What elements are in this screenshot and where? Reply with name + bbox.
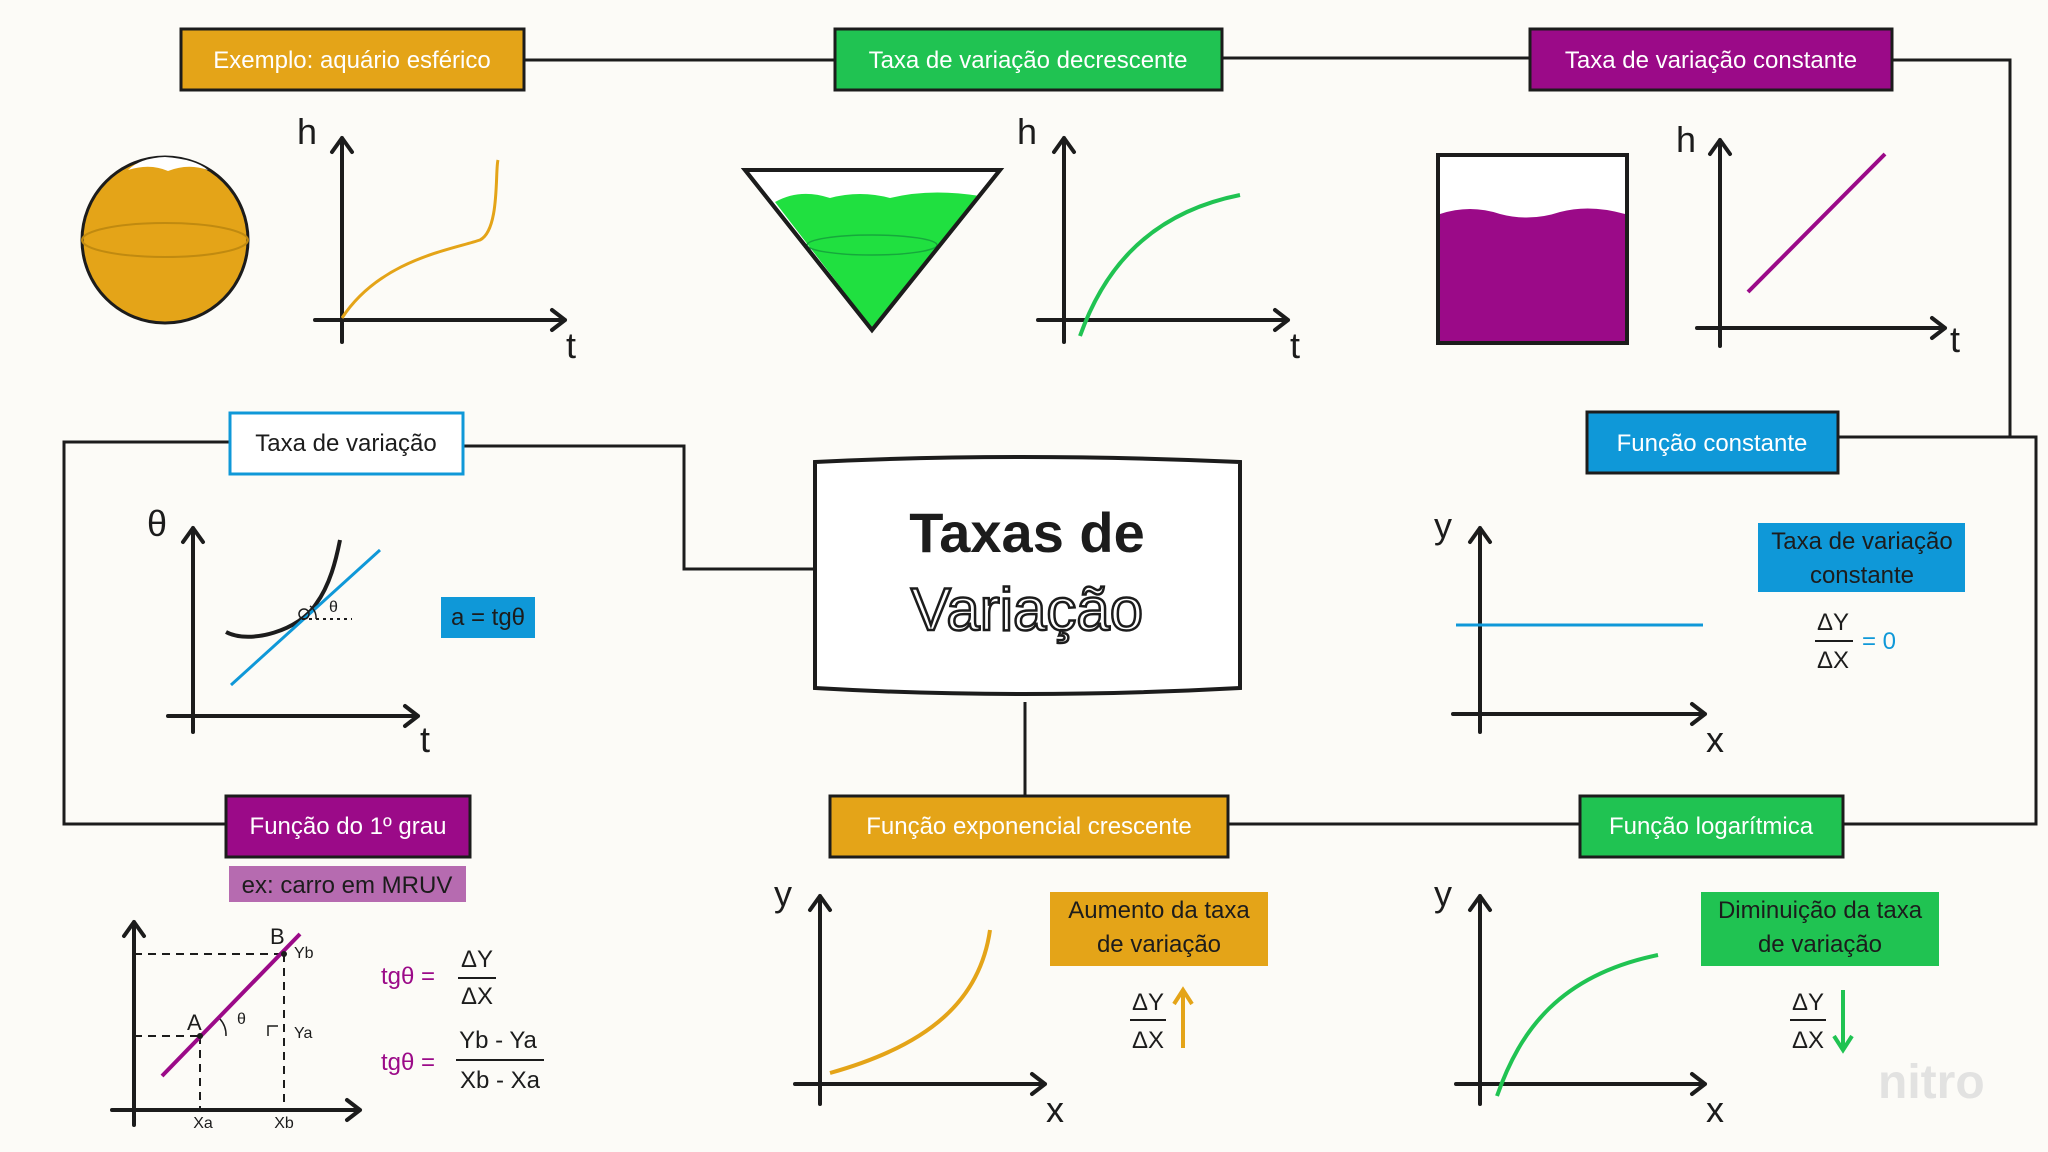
spherical-aquarium-illustration — [82, 157, 248, 323]
fraction-aumento: ΔY ΔX — [1130, 989, 1192, 1054]
axis-label-y-2: y — [774, 873, 792, 914]
tangent-curve — [226, 540, 340, 637]
axis-label-t: t — [566, 325, 576, 366]
graph-1grau: A B θ Xa Xb Ya Yb — [112, 922, 360, 1132]
note-diminuicao-line2: de variação — [1758, 931, 1882, 958]
box-aquario-label: Exemplo: aquário esférico — [213, 47, 490, 74]
center-title-box: Taxas de Variação — [815, 457, 1240, 694]
box-exponencial-label: Função exponencial crescente — [866, 813, 1192, 840]
point-b: B — [270, 924, 285, 949]
axis-label-t-3: t — [1950, 319, 1960, 360]
fraction-diminuicao: ΔY ΔX — [1790, 989, 1852, 1054]
box-logaritmica: Função logarítmica — [1580, 796, 1843, 857]
watermark-logo: nitro — [1878, 1056, 1985, 1109]
note-taxa-constante: Taxa de variação constante — [1758, 523, 1965, 592]
axis-label-y: y — [1434, 505, 1452, 546]
tangent-line — [231, 550, 380, 685]
curve-aquario — [342, 160, 498, 318]
box-funcao-constante-label: Função constante — [1617, 430, 1808, 457]
tangent-theta: θ — [329, 599, 338, 616]
box-constante-taxa-label: Taxa de variação constante — [1565, 47, 1857, 74]
frac-xb-xa: Xb - Xa — [460, 1067, 541, 1094]
tg-formulas: tgθ = ΔY ΔX tgθ = Yb - Ya Xb - Xa — [381, 946, 544, 1094]
box-aquario: Exemplo: aquário esférico — [181, 29, 524, 90]
frac-dy-3: ΔY — [1132, 989, 1164, 1016]
box-logaritmica-label: Função logarítmica — [1609, 813, 1814, 840]
curve-logaritmica — [1497, 955, 1658, 1096]
axis-label-x-2: x — [1046, 1089, 1064, 1130]
frac-dx-2: ΔX — [461, 983, 493, 1010]
curve-decrescente — [1080, 195, 1240, 336]
arrow-down-icon — [1834, 990, 1852, 1050]
frac-dx-1: ΔX — [1817, 647, 1849, 674]
line-1grau — [162, 934, 300, 1076]
box-funcao-constante: Função constante — [1587, 412, 1838, 473]
tick-xa: Xa — [193, 1115, 213, 1132]
note-diminuicao-line1: Diminuição da taxa — [1718, 897, 1923, 924]
note-aumento: Aumento da taxa de variação — [1050, 892, 1268, 966]
graph-funcao-constante: y x — [1434, 505, 1724, 760]
line-constante — [1748, 154, 1885, 292]
box-funcao-1grau-label: Função do 1º grau — [250, 813, 447, 840]
note-taxa-constante-line2: constante — [1810, 562, 1914, 589]
tick-yb: Yb — [294, 945, 314, 962]
center-title-line2: Variação — [911, 576, 1143, 643]
curve-exponencial — [830, 930, 990, 1073]
axis-label-h: h — [297, 111, 317, 152]
frac-yb-ya: Yb - Ya — [459, 1027, 537, 1054]
note-aumento-line1: Aumento da taxa — [1068, 897, 1250, 924]
axis-label-theta: θ — [147, 503, 167, 544]
equals-zero-label: = 0 — [1862, 628, 1896, 655]
box-decrescente-label: Taxa de variação decrescente — [869, 47, 1188, 74]
axis-label-t-2: t — [1290, 325, 1300, 366]
theta-1grau: θ — [237, 1011, 246, 1028]
axis-label-y-3: y — [1434, 873, 1452, 914]
cone-illustration — [745, 170, 1000, 330]
axis-label-h-3: h — [1676, 119, 1696, 160]
frac-dx-3: ΔX — [1132, 1027, 1164, 1054]
tank-illustration — [1438, 155, 1627, 343]
box-ex-carro: ex: carro em MRUV — [229, 866, 466, 902]
note-taxa-constante-line1: Taxa de variação — [1771, 528, 1952, 555]
frac-dy-2: ΔY — [461, 946, 493, 973]
axis-label-x-3: x — [1706, 1089, 1724, 1130]
tg-theta-2: tgθ = — [381, 1049, 435, 1076]
graph-logaritmica: y x — [1434, 873, 1724, 1130]
connector-center-left — [463, 446, 815, 569]
graph-constante: h t — [1676, 119, 1960, 360]
connector-left-loop — [64, 442, 230, 824]
tg-theta-1: tgθ = — [381, 963, 435, 990]
point-a: A — [187, 1010, 202, 1035]
box-ex-carro-label: ex: carro em MRUV — [242, 872, 453, 899]
box-decrescente: Taxa de variação decrescente — [835, 29, 1222, 90]
a-equals-tg-note: a = tgθ — [441, 597, 535, 638]
a-equals-tg-label: a = tgθ — [451, 604, 525, 631]
box-taxa-variacao: Taxa de variação — [230, 413, 463, 474]
connector-right-upper — [1838, 60, 2010, 437]
frac-dy-1: ΔY — [1817, 609, 1849, 636]
axis-label-h-2: h — [1017, 111, 1037, 152]
note-aumento-line2: de variação — [1097, 931, 1221, 958]
frac-dx-4: ΔX — [1792, 1027, 1824, 1054]
graph-decrescente: h t — [1017, 111, 1300, 366]
box-exponencial: Função exponencial crescente — [830, 796, 1228, 857]
axis-label-x: x — [1706, 719, 1724, 760]
center-title-line1: Taxas de — [909, 501, 1145, 564]
note-diminuicao: Diminuição da taxa de variação — [1701, 892, 1939, 966]
graph-aquario: h t — [297, 111, 576, 366]
graph-exponencial: y x — [774, 873, 1064, 1130]
frac-dy-4: ΔY — [1792, 989, 1824, 1016]
box-funcao-1grau: Função do 1º grau — [226, 796, 470, 857]
graph-tangent: θ θ t — [147, 503, 430, 760]
box-constante-taxa: Taxa de variação constante — [1530, 29, 1892, 90]
arrow-up-icon — [1174, 990, 1192, 1048]
axis-label-t-4: t — [420, 719, 430, 760]
fraction-equals-zero: ΔY ΔX = 0 — [1815, 609, 1896, 674]
tick-ya: Ya — [294, 1025, 312, 1042]
tick-xb: Xb — [274, 1115, 294, 1132]
box-taxa-variacao-label: Taxa de variação — [255, 430, 436, 457]
